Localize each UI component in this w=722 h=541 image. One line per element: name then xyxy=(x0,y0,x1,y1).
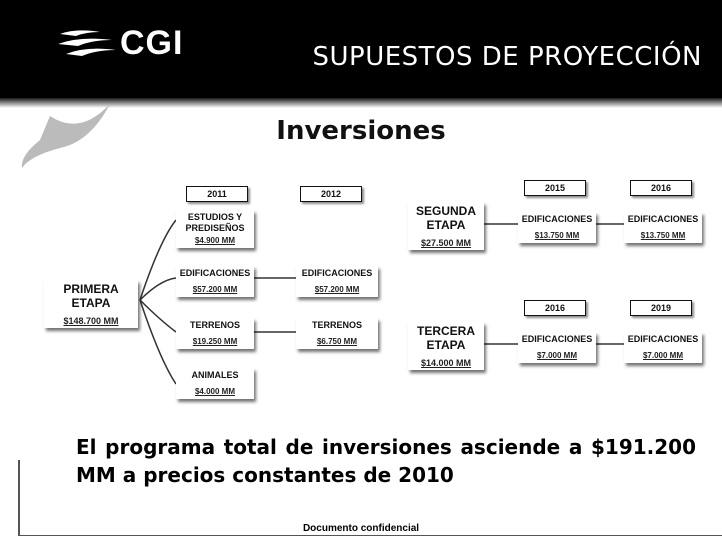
animales-node: ANIMALES $4.000 MM xyxy=(176,368,254,399)
total-investment-text: El programa total de inversiones asciend… xyxy=(76,435,696,487)
primera-amount: $148.700 MM xyxy=(63,316,119,326)
segunda-edif-2-label: EDIFICACIONES xyxy=(627,214,699,224)
primera-label-line1: PRIMERA xyxy=(63,282,119,296)
year-2011-box: 2011 xyxy=(186,186,248,202)
year-2015-box: 2015 xyxy=(524,180,586,196)
edificaciones-2012-node: EDIFICACIONES $57.200 MM xyxy=(296,266,378,297)
segunda-etapa-node: SEGUNDA ETAPA $27.500 MM xyxy=(408,202,484,250)
segunda-label-line1: SEGUNDA xyxy=(415,204,476,218)
tercera-amount: $14.000 MM xyxy=(420,358,472,368)
segunda-edif-1-amount: $13.750 MM xyxy=(534,231,580,240)
tercera-edif-1-amount: $7.000 MM xyxy=(536,351,578,360)
segunda-amount: $27.500 MM xyxy=(420,238,472,248)
year-2016-box-segunda: 2016 xyxy=(630,180,692,196)
terrenos-2011-node: TERRENOS $19.250 MM xyxy=(176,318,254,349)
segunda-label-line2: ETAPA xyxy=(426,218,466,232)
tercera-edif-2-label: EDIFICACIONES xyxy=(627,334,699,344)
animales-amount: $4.000 MM xyxy=(194,387,236,396)
segunda-edif-2-amount: $13.750 MM xyxy=(640,231,686,240)
left-border-line xyxy=(18,460,20,535)
primera-label-line2: ETAPA xyxy=(71,296,111,310)
terrenos-2012-amount: $6.750 MM xyxy=(316,337,358,346)
terrenos-2012-node: TERRENOS $6.750 MM xyxy=(296,318,378,349)
cgi-logo-icon xyxy=(58,30,116,56)
section-title: Inversiones xyxy=(276,116,446,146)
segunda-edif-1-node: EDIFICACIONES $13.750 MM xyxy=(518,212,596,243)
year-2012-box: 2012 xyxy=(300,186,362,202)
year-2019-box: 2019 xyxy=(630,300,692,316)
decorative-swoosh-icon xyxy=(21,104,110,168)
edificaciones-2012-label: EDIFICACIONES xyxy=(301,268,373,278)
segunda-edif-2-node: EDIFICACIONES $13.750 MM xyxy=(624,212,702,243)
header-bar: CGI SUPUESTOS DE PROYECCIÓN xyxy=(0,0,722,98)
edificaciones-2011-node: EDIFICACIONES $57.200 MM xyxy=(176,266,254,297)
edificaciones-2011-label: EDIFICACIONES xyxy=(179,268,251,278)
estudios-node: ESTUDIOS Y PREDISEÑOS $4.900 MM xyxy=(176,210,254,248)
edificaciones-2011-amount: $57.200 MM xyxy=(192,285,238,294)
year-2016-box-tercera: 2016 xyxy=(524,300,586,316)
tercera-label-line1: TERCERA xyxy=(416,324,475,338)
tercera-label-line2: ETAPA xyxy=(426,338,466,352)
segunda-edif-1-label: EDIFICACIONES xyxy=(521,214,593,224)
tercera-edif-2-node: EDIFICACIONES $7.000 MM xyxy=(624,332,702,363)
bottom-border-line xyxy=(18,535,722,536)
terrenos-2011-amount: $19.250 MM xyxy=(192,337,238,346)
terrenos-2011-label: TERRENOS xyxy=(189,320,240,330)
header-shadow xyxy=(0,98,722,108)
estudios-amount: $4.900 MM xyxy=(194,236,236,245)
page-title: SUPUESTOS DE PROYECCIÓN xyxy=(312,42,702,72)
tercera-edif-2-amount: $7.000 MM xyxy=(642,351,684,360)
tercera-etapa-node: TERCERA ETAPA $14.000 MM xyxy=(408,322,484,370)
estudios-label: ESTUDIOS Y PREDISEÑOS xyxy=(185,212,245,233)
primera-etapa-node: PRIMERA ETAPA $148.700 MM xyxy=(44,280,138,328)
logo-text: CGI xyxy=(120,24,184,62)
tercera-edif-1-node: EDIFICACIONES $7.000 MM xyxy=(518,332,596,363)
terrenos-2012-label: TERRENOS xyxy=(311,320,362,330)
footer-confidential: Documento confidencial xyxy=(302,523,420,534)
tercera-edif-1-label: EDIFICACIONES xyxy=(521,334,593,344)
edificaciones-2012-amount: $57.200 MM xyxy=(314,285,360,294)
animales-label: ANIMALES xyxy=(191,370,239,380)
